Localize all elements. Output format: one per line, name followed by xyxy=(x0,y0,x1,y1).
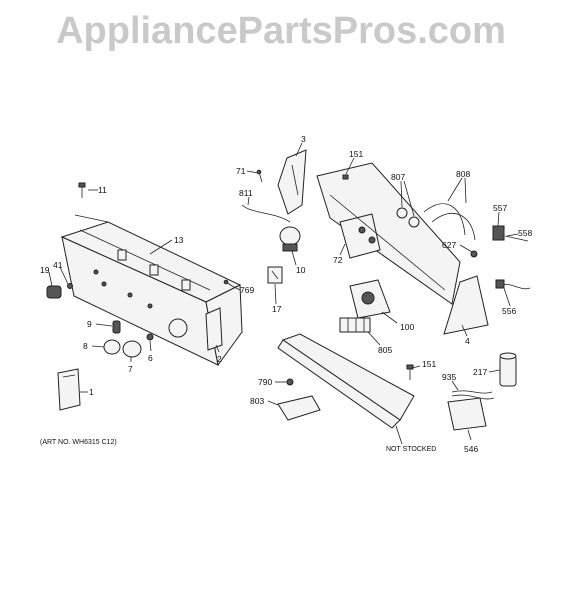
callout-1: 1 xyxy=(89,387,94,397)
callout-807: 807 xyxy=(391,172,405,182)
callout-100: 100 xyxy=(400,322,414,332)
callout-790: 790 xyxy=(258,377,272,387)
callout-9: 9 xyxy=(87,319,92,329)
console-base xyxy=(277,333,415,429)
callout-627: 627 xyxy=(442,240,456,250)
harness-part-935 xyxy=(451,390,495,400)
pressure-switch-part-10 xyxy=(279,226,301,252)
callout-17: 17 xyxy=(272,304,282,314)
callout-803: 803 xyxy=(250,396,264,406)
backsplash-part-72 xyxy=(316,162,461,305)
callout-6: 6 xyxy=(148,353,153,363)
clip-part-151-lower xyxy=(406,364,414,380)
callout-935: 935 xyxy=(442,372,456,382)
hoses-part-808 xyxy=(423,203,476,241)
harness-part-546 xyxy=(447,397,487,431)
manual-part-1 xyxy=(57,368,81,411)
watermark: AppliancePartsPros.com xyxy=(56,10,506,52)
switch-assembly-part-805 xyxy=(339,317,371,333)
callout-808: 808 xyxy=(456,169,470,179)
valve-part-557 xyxy=(492,225,505,241)
callout-556: 556 xyxy=(502,306,516,316)
control-panel-part-13 xyxy=(60,214,243,367)
callout-7: 7 xyxy=(128,364,133,374)
screw-part-11 xyxy=(78,182,86,198)
capacitor-part-217 xyxy=(499,352,517,387)
callout-11: 11 xyxy=(98,185,107,195)
spacer-part-627 xyxy=(470,250,478,258)
callout-811: 811 xyxy=(239,188,253,198)
callout-41: 41 xyxy=(53,260,63,270)
knob-part-19 xyxy=(46,283,73,299)
timer-part-100 xyxy=(349,279,391,319)
callout-72: 72 xyxy=(333,255,343,265)
screw-part-790 xyxy=(286,378,294,386)
bracket-part-2 xyxy=(205,307,223,351)
callout-217: 217 xyxy=(473,367,487,377)
knob-assembly xyxy=(103,320,154,358)
callout-8: 8 xyxy=(83,341,88,351)
callout-labels: 11 13 19 41 9 8 6 7 1 2 769 3 71 811 10 … xyxy=(40,134,532,454)
callout-19: 19 xyxy=(40,265,50,275)
callout-769: 769 xyxy=(240,285,254,295)
callout-546: 546 xyxy=(464,444,478,454)
callout-10: 10 xyxy=(296,265,306,275)
art-number: (ART NO. WH6315 C12) xyxy=(40,439,117,446)
endcap-part-4 xyxy=(443,275,489,335)
not-stocked-note: NOT STOCKED xyxy=(386,446,436,453)
wire-part-556 xyxy=(495,279,531,290)
bracket-part-803 xyxy=(277,395,321,421)
hose-part-811 xyxy=(241,204,291,223)
callout-2: 2 xyxy=(217,354,222,364)
clip-part-151 xyxy=(342,174,349,180)
endcap-part-3 xyxy=(277,149,307,215)
screw-part-769 xyxy=(223,279,233,287)
callout-558: 558 xyxy=(518,228,532,238)
callout-151-lower: 151 xyxy=(422,359,436,369)
inlet-fittings-part-807 xyxy=(396,207,420,228)
screw-part-71 xyxy=(256,169,263,183)
switch-part-17 xyxy=(267,266,283,284)
callout-805: 805 xyxy=(378,345,392,355)
callout-151-top: 151 xyxy=(349,149,363,159)
leader-lines xyxy=(48,142,519,445)
callout-557: 557 xyxy=(493,203,507,213)
connector-part-558 xyxy=(504,235,529,242)
callout-3: 3 xyxy=(301,134,306,144)
callout-13: 13 xyxy=(174,235,184,245)
callout-71: 71 xyxy=(236,166,246,176)
callout-4: 4 xyxy=(465,336,470,346)
